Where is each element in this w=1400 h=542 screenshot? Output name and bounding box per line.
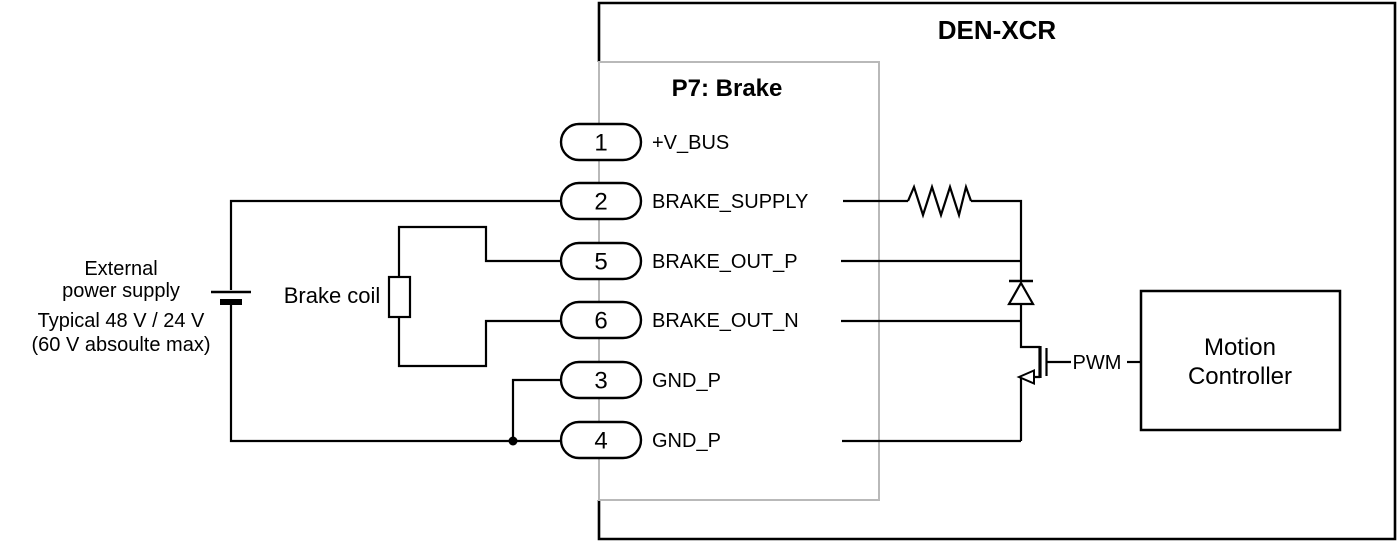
diode-triangle xyxy=(1007,280,1035,306)
wire-pin3-branch xyxy=(511,378,560,441)
motion-controller-line1: Motion xyxy=(1204,334,1276,361)
motion-controller-box xyxy=(1139,289,1342,432)
pin-2-oval xyxy=(559,181,643,221)
nmos-transistor-symbol xyxy=(1016,346,1071,441)
wire-coil-to-pin5 xyxy=(397,225,561,277)
pin-4: 4 GND_P xyxy=(559,420,721,460)
pin-5-oval xyxy=(559,241,643,281)
pin-6: 6 BRAKE_OUT_N xyxy=(559,300,799,340)
pin-4-oval xyxy=(559,420,643,460)
motion-controller-line2: Controller xyxy=(1188,363,1292,390)
p7-connector-title: P7: Brake xyxy=(672,75,783,102)
wire-diode-to-drain xyxy=(1019,304,1040,349)
pin-5-label: BRAKE_OUT_P xyxy=(652,251,798,273)
mosfet-source-wire xyxy=(1019,375,1040,441)
supply-name-line2: power supply xyxy=(62,280,180,302)
pin-6-number: 6 xyxy=(594,308,607,335)
mosfet-source-arrow xyxy=(1016,368,1035,386)
pin-4-label: GND_P xyxy=(652,430,721,452)
pin-3-oval xyxy=(559,360,643,400)
pin-1-label: +V_BUS xyxy=(652,132,729,154)
wire-coil-to-pin6 xyxy=(397,317,561,368)
supply-name-line1: External xyxy=(84,258,157,280)
pin-3-label: GND_P xyxy=(652,370,721,392)
pwm-label: PWM xyxy=(1073,352,1122,374)
wire-resistor-to-diode xyxy=(971,199,1023,281)
supply-rating-line2: (60 V absoulte max) xyxy=(32,334,211,356)
pin-5-number: 5 xyxy=(594,249,607,276)
pin-2: 2 BRAKE_SUPPLY xyxy=(559,181,808,221)
flyback-diode-symbol xyxy=(1007,279,1035,306)
pin-1-number: 1 xyxy=(594,130,607,157)
ground-junction-dot xyxy=(508,436,518,446)
pin-3-number: 3 xyxy=(594,368,607,395)
pin-2-number: 2 xyxy=(594,189,607,216)
p7-connector-box xyxy=(598,61,880,501)
pin-1-oval xyxy=(559,122,643,162)
pin-5: 5 BRAKE_OUT_P xyxy=(559,241,798,281)
battery-symbol xyxy=(211,290,251,305)
supply-rating-line1: Typical 48 V / 24 V xyxy=(38,310,205,332)
wire-battery-to-ground xyxy=(229,305,560,443)
pin-2-label: BRAKE_SUPPLY xyxy=(652,191,808,213)
den-xcr-box xyxy=(597,1,1397,541)
pin-6-oval xyxy=(559,300,643,340)
pin-3: 3 GND_P xyxy=(559,360,721,400)
wire-pin2-to-battery xyxy=(229,199,561,290)
resistor-zigzag-symbol xyxy=(906,183,973,220)
pin-1: 1 +V_BUS xyxy=(559,122,729,162)
pin-4-number: 4 xyxy=(594,428,607,455)
pin-6-label: BRAKE_OUT_N xyxy=(652,310,799,332)
external-power-supply-label: External power supply Typical 48 V / 24 … xyxy=(32,258,211,356)
coil-resistor-symbol xyxy=(387,275,412,319)
den-xcr-title: DEN-XCR xyxy=(938,15,1057,45)
brake-coil-label: Brake coil xyxy=(284,283,381,308)
